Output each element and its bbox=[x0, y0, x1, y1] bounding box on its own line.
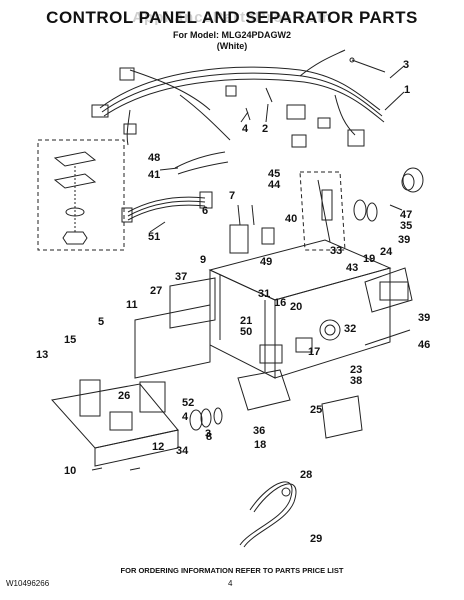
callout-label: 26 bbox=[118, 390, 130, 402]
callout-label: 51 bbox=[148, 231, 160, 243]
callout-label: 24 bbox=[380, 246, 393, 258]
model-number: For Model: MLG24PDAGW2 bbox=[172, 30, 291, 40]
callout-label: 20 bbox=[290, 301, 302, 313]
callout-label: 9 bbox=[200, 254, 206, 266]
callout-label: 4 bbox=[182, 411, 189, 423]
callout-label: 33 bbox=[330, 245, 342, 257]
callout-label: 8 bbox=[206, 431, 212, 443]
page-title: CONTROL PANEL AND SEPARATOR PARTS bbox=[46, 8, 418, 27]
footer-note: FOR ORDERING INFORMATION REFER TO PARTS … bbox=[120, 566, 344, 575]
callout-label: 7 bbox=[229, 190, 235, 202]
callout-label: 18 bbox=[254, 439, 266, 451]
watermark: AppliancePartsPros.com bbox=[132, 9, 332, 26]
callout-label: 40 bbox=[285, 213, 297, 225]
callout-label: 6 bbox=[202, 205, 208, 217]
model-color: (White) bbox=[216, 41, 248, 51]
callout-label: 29 bbox=[310, 533, 322, 545]
callout-label: 47 bbox=[400, 209, 412, 221]
callout-label: 41 bbox=[148, 169, 160, 181]
callout-label: 15 bbox=[64, 334, 76, 346]
callout-label: 46 bbox=[418, 339, 430, 351]
callout-label: 38 bbox=[350, 375, 362, 387]
callout-label: 16 bbox=[274, 297, 286, 309]
callout-label: 43 bbox=[346, 262, 358, 274]
part-clip bbox=[351, 59, 386, 73]
callout-label: 21 bbox=[240, 315, 252, 327]
document-number: W10496266 bbox=[6, 579, 50, 588]
wire-harness bbox=[91, 49, 385, 148]
callout-label: 27 bbox=[150, 285, 162, 297]
callout-label: 13 bbox=[36, 349, 48, 361]
callout-label: 2 bbox=[262, 123, 268, 135]
callout-labels: 3 1 4 2 48 41 45 44 7 47 35 6 40 51 39 3… bbox=[36, 59, 430, 545]
callout-label: 31 bbox=[258, 288, 270, 300]
callout-label: 32 bbox=[344, 323, 356, 335]
callout-label: 3 bbox=[205, 428, 211, 440]
callout-label: 12 bbox=[152, 441, 164, 453]
callout-label: 37 bbox=[175, 271, 187, 283]
inset-box bbox=[37, 139, 125, 251]
callout-label: 3 bbox=[403, 59, 409, 71]
callout-label: 11 bbox=[126, 299, 138, 311]
page-number: 4 bbox=[228, 579, 233, 588]
callout-label: 48 bbox=[148, 152, 160, 164]
callout-label: 35 bbox=[400, 220, 412, 232]
callout-label: 52 bbox=[182, 397, 194, 409]
callout-label: 50 bbox=[240, 326, 252, 338]
callout-label: 19 bbox=[363, 253, 375, 265]
callout-label: 10 bbox=[64, 465, 76, 477]
callout-label: 23 bbox=[350, 364, 362, 376]
callout-label: 28 bbox=[300, 469, 312, 481]
callout-label: 25 bbox=[310, 404, 322, 416]
callout-label: 1 bbox=[404, 84, 410, 96]
callout-label: 45 bbox=[268, 168, 280, 180]
callout-label: 49 bbox=[260, 256, 272, 268]
callout-label: 36 bbox=[253, 425, 265, 437]
callout-label: 39 bbox=[398, 234, 410, 246]
callout-label: 17 bbox=[308, 346, 320, 358]
callout-label: 4 bbox=[242, 123, 249, 135]
callout-label: 44 bbox=[268, 179, 281, 191]
callout-label: 39 bbox=[418, 312, 430, 324]
callout-label: 34 bbox=[176, 445, 189, 457]
callout-label: 5 bbox=[98, 316, 104, 328]
